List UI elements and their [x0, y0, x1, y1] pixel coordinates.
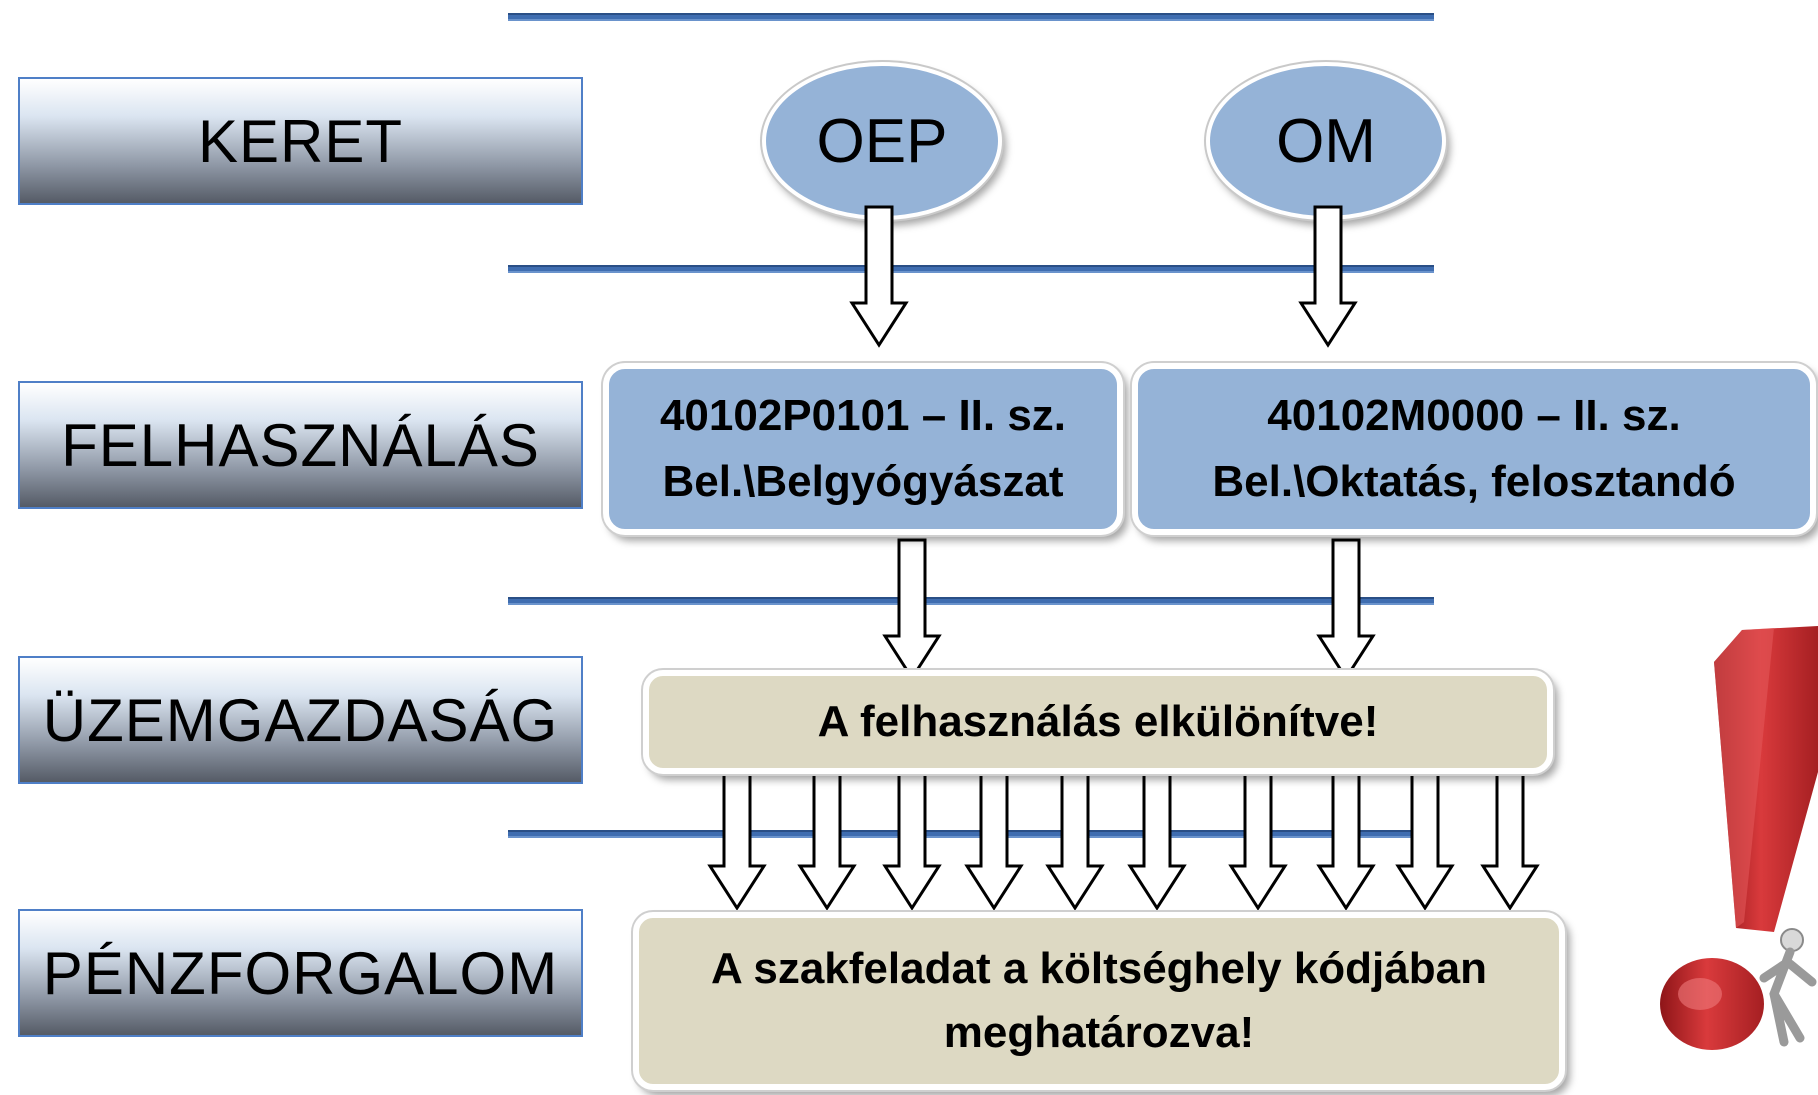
arrow-distribution-5 [1045, 768, 1105, 911]
source-om-label: OM [1276, 106, 1376, 176]
cost-center-oktatas-name: Bel.\Oktatás, felosztandó [1212, 457, 1736, 506]
level-penzforgalom-label: PÉNZFORGALOM [42, 939, 559, 1007]
source-om: OM [1206, 62, 1446, 220]
cost-center-belgyogyaszat: 40102P0101 – II. sz. Bel.\Belgyógyászat [603, 363, 1123, 535]
level-felhasznalas-label: FELHASZNÁLÁS [61, 411, 540, 479]
separated-note-box: A felhasználás elkülönítve! [643, 670, 1553, 774]
source-oep-label: OEP [816, 106, 948, 176]
separator-line-4 [508, 830, 1434, 838]
arrow-distribution-1 [707, 768, 767, 911]
level-keret-label: KERET [197, 107, 404, 175]
level-penzforgalom: PÉNZFORGALOM [18, 909, 583, 1037]
separator-line-3 [508, 597, 1434, 605]
defined-note-line1: A szakfeladat a költséghely kódjában [711, 944, 1487, 993]
exclamation-mark-icon [1660, 626, 1818, 1050]
defined-note-box: A szakfeladat a költséghely kódjában meg… [633, 912, 1565, 1090]
separated-note-text: A felhasználás elkülönítve! [817, 697, 1379, 746]
cost-center-belgyogyaszat-code: 40102P0101 – II. sz. [659, 391, 1067, 440]
arrow-distribution-2 [797, 768, 857, 911]
defined-note-line2: meghatározva! [943, 1008, 1255, 1057]
arrow-oktatas-down [1316, 538, 1376, 681]
level-uzemgazdasag: ÜZEMGAZDASÁG [18, 656, 583, 784]
arrow-distribution-4 [964, 768, 1024, 911]
cost-center-oktatas: 40102M0000 – II. sz. Bel.\Oktatás, felos… [1132, 363, 1816, 535]
arrow-om-down [1298, 205, 1358, 348]
arrow-distribution-6 [1127, 768, 1187, 911]
level-keret: KERET [18, 77, 583, 205]
source-oep: OEP [762, 62, 1002, 220]
cost-center-belgyogyaszat-name: Bel.\Belgyógyászat [662, 457, 1064, 506]
separator-line-2 [508, 265, 1434, 273]
arrow-distribution-9 [1395, 768, 1455, 911]
arrow-oep-down [849, 205, 909, 348]
level-uzemgazdasag-label: ÜZEMGAZDASÁG [42, 686, 559, 754]
arrow-belgyogyaszat-down [882, 538, 942, 681]
arrow-distribution-10 [1480, 768, 1540, 911]
separator-line-top [508, 13, 1434, 21]
arrow-distribution-3 [882, 768, 942, 911]
level-felhasznalas: FELHASZNÁLÁS [18, 381, 583, 509]
arrow-distribution-7 [1228, 768, 1288, 911]
arrow-distribution-8 [1316, 768, 1376, 911]
cost-center-oktatas-code: 40102M0000 – II. sz. [1267, 391, 1681, 440]
